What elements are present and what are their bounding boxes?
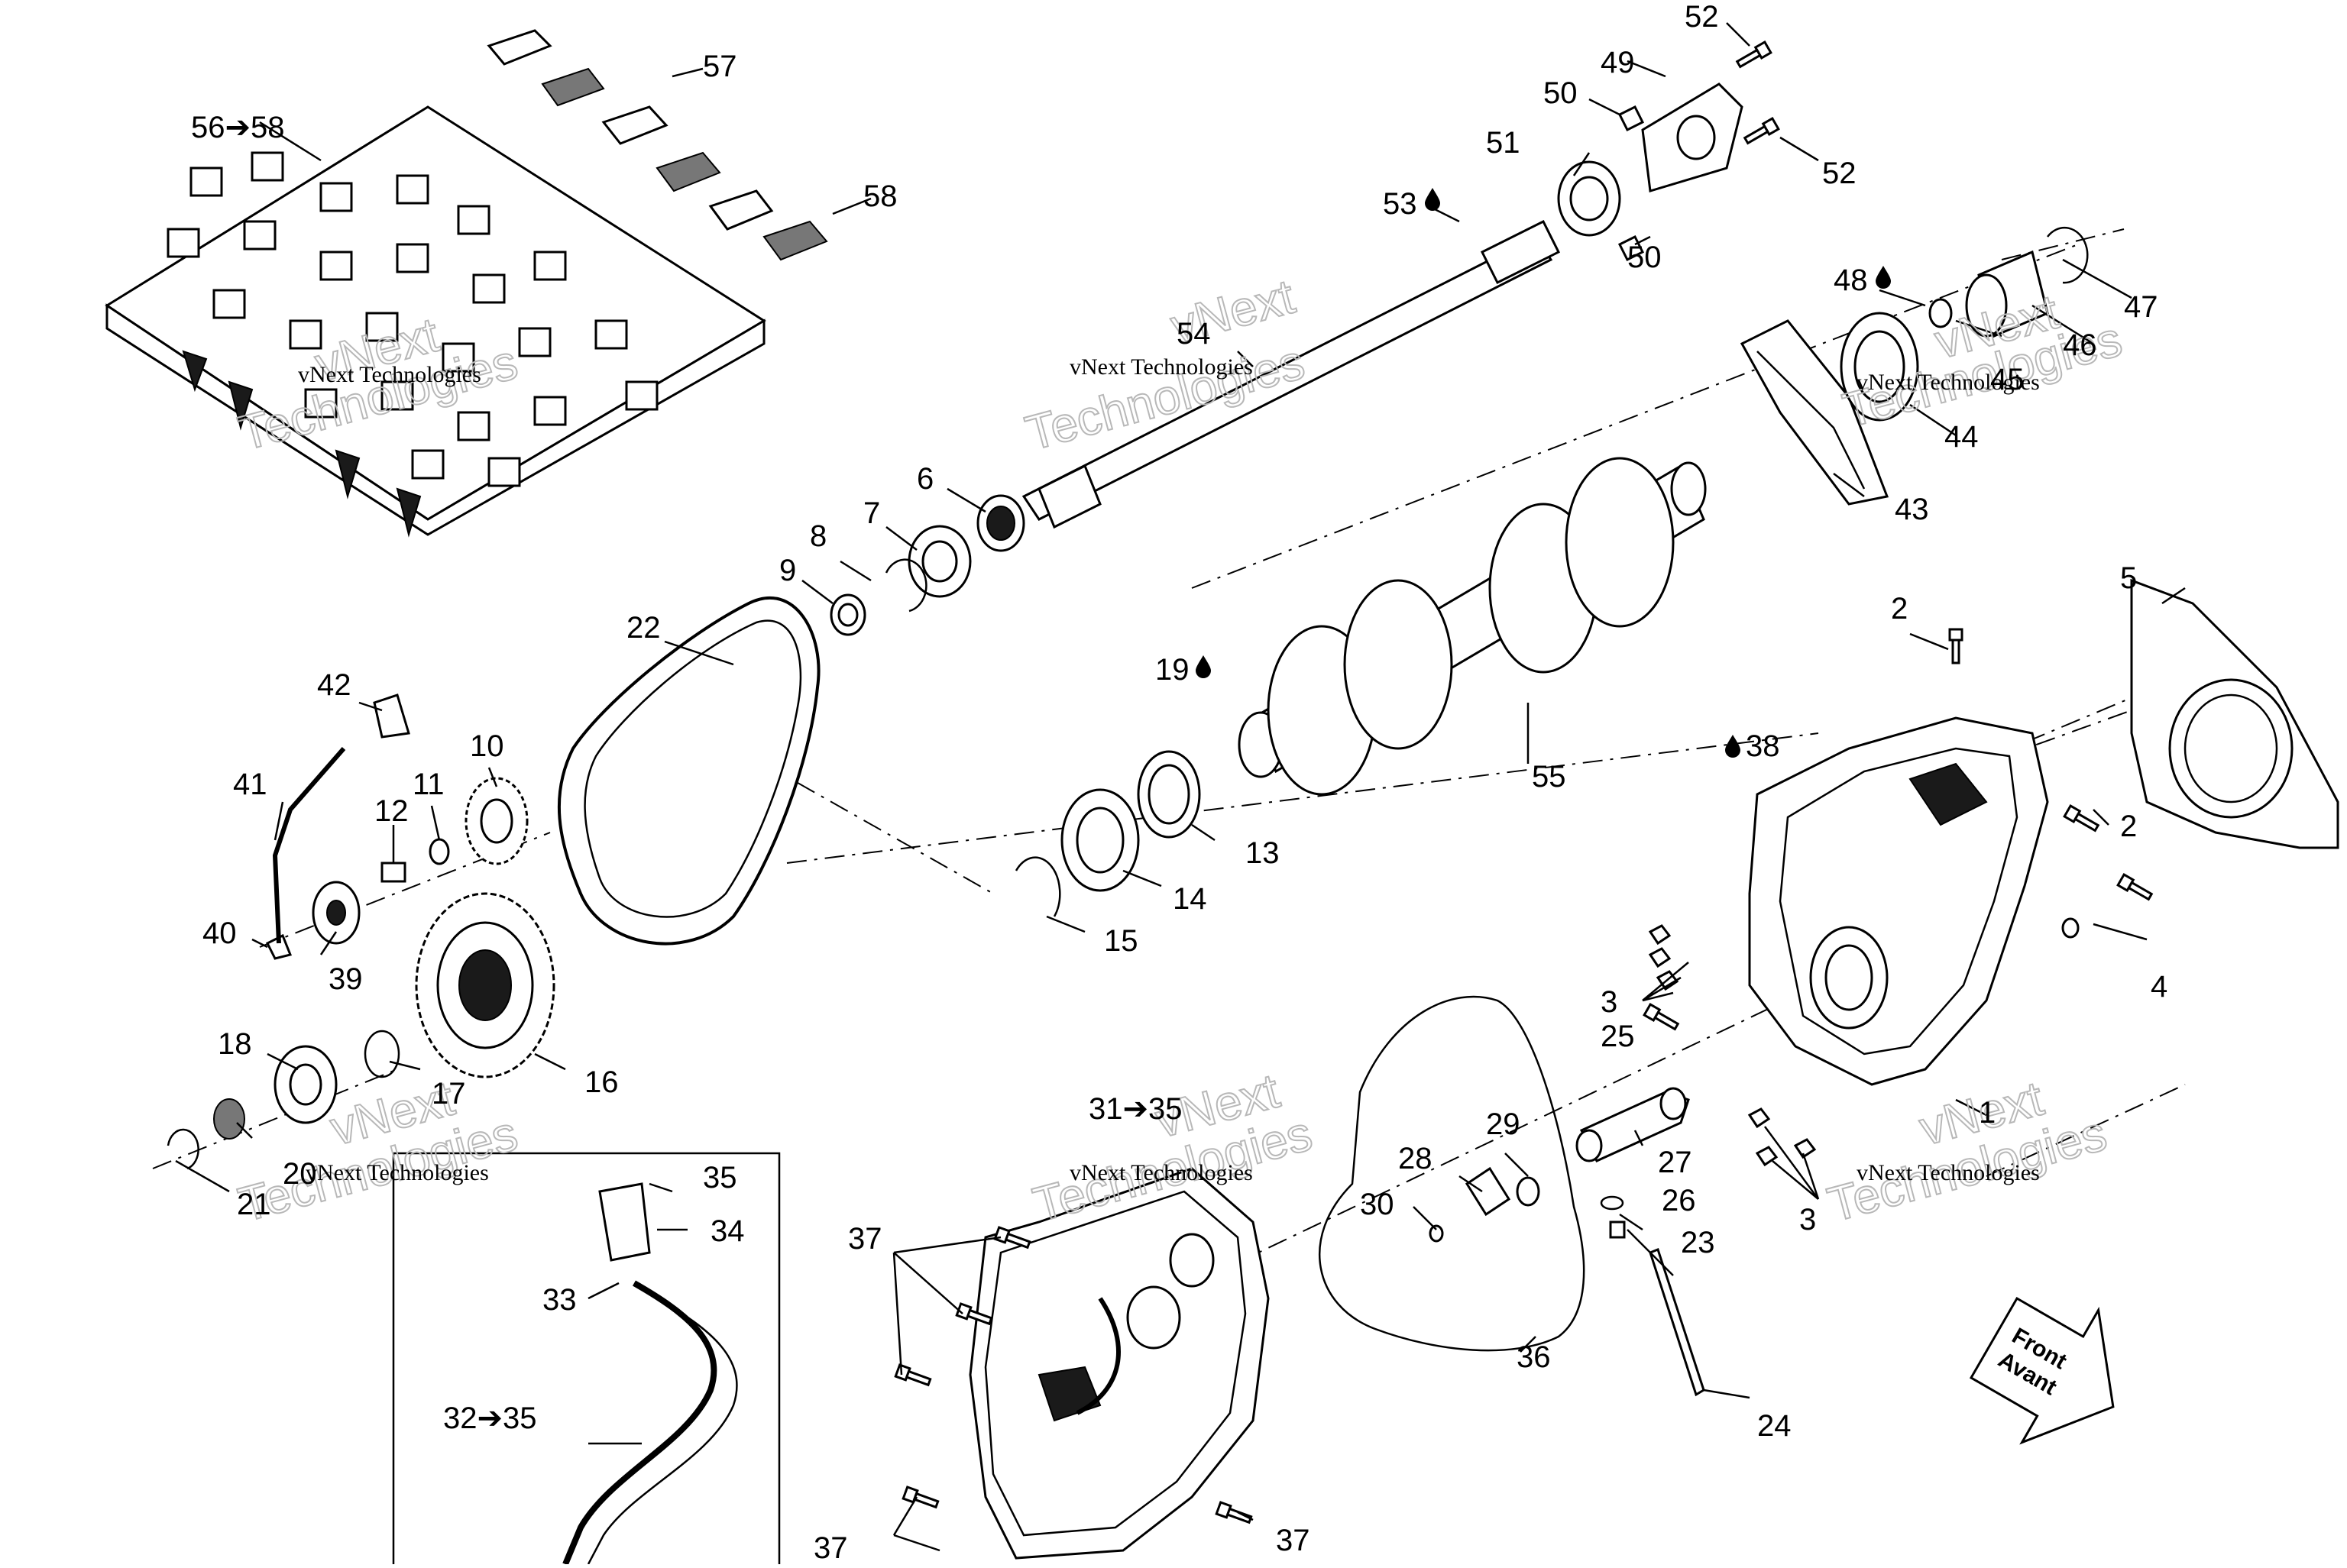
bearing-flange-assembly: [1557, 40, 1780, 262]
label-part-4: 4: [2151, 970, 2167, 1004]
label-part-18: 18: [218, 1027, 252, 1061]
oil-drop-icon: [1876, 266, 1891, 289]
label-part-49: 49: [1601, 46, 1635, 79]
chain-tensioner: [1429, 1087, 1705, 1397]
label-part-1: 1: [1979, 1096, 1996, 1130]
label-part-22: 22: [626, 611, 661, 645]
label-part-23: 23: [1681, 1226, 1715, 1259]
label-part-52b: 52: [1822, 157, 1857, 190]
gasket: [1318, 995, 1585, 1352]
label-part-24: 24: [1757, 1409, 1792, 1443]
track-clip-panel: [105, 105, 766, 538]
label-part-26: 26: [1662, 1184, 1696, 1217]
label-part-6: 6: [917, 462, 934, 496]
label-part-45: 45: [1990, 363, 2025, 396]
label-part-42: 42: [317, 668, 351, 702]
label-part-38: 38: [1746, 729, 1780, 763]
label-part-43: 43: [1895, 493, 1929, 526]
label-part-50a: 50: [1543, 76, 1578, 110]
watermark-1: vNext Technologies: [298, 362, 481, 387]
label-part-19: 19: [1155, 653, 1190, 687]
oil-drop-icon: [1725, 735, 1740, 758]
label-part-44: 44: [1944, 420, 1979, 454]
drive-shaft: [1021, 219, 1561, 529]
label-part-37b: 37: [1276, 1524, 1310, 1557]
clip-row: [167, 151, 659, 487]
label-part-41: 41: [233, 768, 267, 801]
wiring-harness-inset: [392, 1152, 781, 1566]
label-part-30: 30: [1360, 1188, 1394, 1221]
label-part-20: 20: [283, 1157, 317, 1191]
label-part-40: 40: [202, 917, 237, 950]
watermark-2: vNext Technologies: [1070, 354, 1253, 380]
label-part-16: 16: [584, 1065, 619, 1099]
front-chaincase-cover: [969, 1167, 1270, 1560]
label-part-57: 57: [703, 50, 737, 83]
label-part-37c: 37: [814, 1531, 848, 1564]
watermark-6: vNext Technologies: [1857, 1160, 2040, 1185]
label-part-25: 25: [1601, 1020, 1635, 1053]
label-part-33: 33: [542, 1283, 577, 1317]
label-part-3a: 3: [1601, 985, 1617, 1019]
label-part-35: 35: [703, 1161, 737, 1195]
watermark-3: vNext Technologies: [1857, 370, 2040, 395]
oil-drop-icon: [1425, 188, 1440, 211]
drive-chain: [557, 596, 821, 946]
label-part-37a: 37: [848, 1222, 882, 1256]
oil-drop-icon: [1196, 655, 1211, 678]
part-labels: 1 2 2 3 3 4 5 6 7 8 9 10 11 12 13 14 15 …: [191, 0, 2167, 1565]
label-part-3b: 3: [1799, 1203, 1816, 1237]
label-part-13: 13: [1245, 836, 1280, 870]
label-part-28: 28: [1398, 1142, 1432, 1175]
label-part-53: 53: [1383, 187, 1417, 221]
front-direction-arrow: Front Avant: [1969, 1296, 2115, 1445]
label-part-8: 8: [810, 519, 827, 553]
label-part-32-35: 32➔35: [443, 1402, 537, 1435]
label-part-11: 11: [413, 768, 445, 801]
label-part-39: 39: [329, 962, 363, 996]
label-part-10: 10: [470, 729, 504, 763]
label-part-34: 34: [711, 1214, 745, 1248]
axle-bearings: [1015, 750, 1201, 917]
frame-plate: [2130, 578, 2339, 849]
label-part-56-58: 56➔58: [191, 111, 285, 144]
watermark-4: vNext Technologies: [306, 1160, 489, 1185]
chaincase-housing: [1748, 716, 2049, 1086]
label-part-29: 29: [1486, 1107, 1520, 1141]
label-part-7: 7: [863, 496, 880, 530]
label-part-36: 36: [1517, 1340, 1551, 1374]
gear-group-left: [167, 693, 555, 1170]
label-part-58: 58: [863, 179, 898, 213]
label-part-9: 9: [779, 554, 796, 587]
label-part-5: 5: [2120, 561, 2137, 595]
label-part-51: 51: [1486, 126, 1520, 160]
drive-cover-seal-group: [1740, 226, 2089, 506]
label-part-14: 14: [1173, 882, 1207, 916]
label-part-54: 54: [1177, 317, 1211, 351]
watermark-5: vNext Technologies: [1070, 1160, 1253, 1185]
housing-fasteners: [1643, 628, 2154, 1167]
label-part-31-35: 31➔35: [1089, 1092, 1183, 1126]
label-part-17: 17: [432, 1077, 466, 1111]
label-part-50b: 50: [1627, 241, 1662, 274]
label-part-15: 15: [1104, 924, 1138, 958]
label-part-48: 48: [1834, 263, 1868, 297]
label-part-52a: 52: [1685, 0, 1719, 34]
label-part-27: 27: [1658, 1146, 1692, 1179]
label-part-46: 46: [2063, 328, 2097, 362]
label-part-2a: 2: [1891, 592, 1908, 626]
label-part-12: 12: [374, 794, 409, 828]
bearing-stack: [830, 494, 1025, 636]
loose-track-clips: [487, 29, 828, 261]
leader-lines: [175, 22, 2186, 1552]
label-part-55: 55: [1532, 760, 1566, 794]
label-part-47: 47: [2124, 290, 2158, 324]
label-part-2b: 2: [2120, 810, 2137, 843]
label-part-21: 21: [237, 1188, 271, 1221]
drive-axle-sprockets: [1238, 457, 1707, 796]
